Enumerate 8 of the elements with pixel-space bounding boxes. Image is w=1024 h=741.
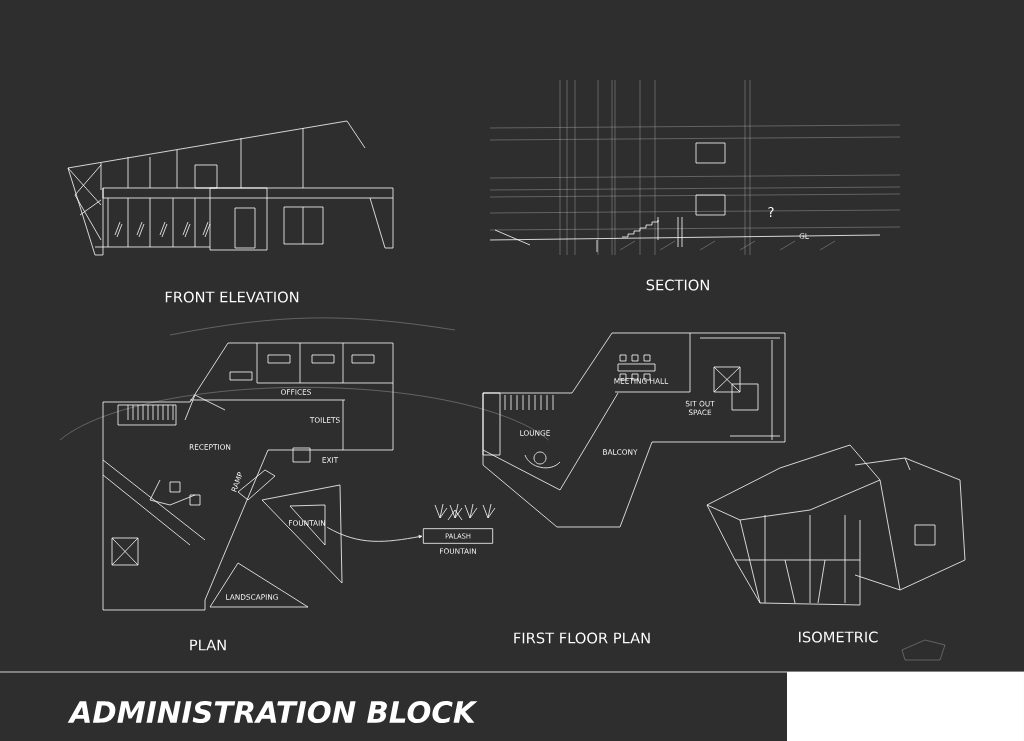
view-title: FIRST FLOOR PLAN xyxy=(514,632,650,644)
view-title: SECTION xyxy=(646,279,709,291)
arrow xyxy=(326,526,423,542)
view-title: ISOMETRIC xyxy=(799,631,878,643)
sheet-title: ADMINISTRATION BLOCK xyxy=(67,700,478,724)
view-title: FRONT ELEVATION xyxy=(165,291,299,303)
view-title: PLAN xyxy=(190,639,226,651)
sketch-note: ? xyxy=(768,207,774,217)
